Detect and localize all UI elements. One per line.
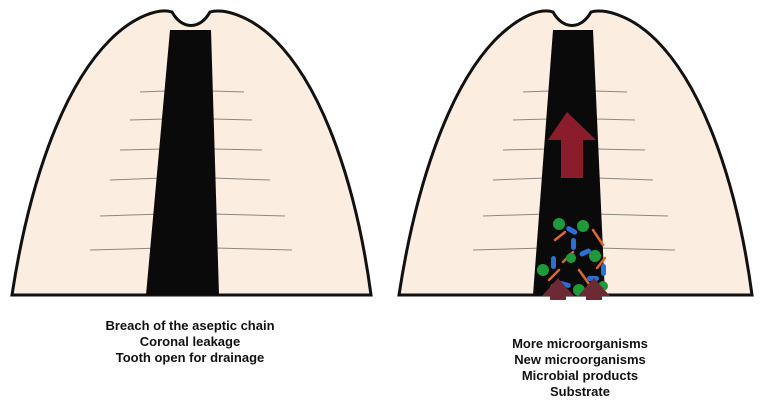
left-tooth-diagram: [0, 0, 383, 300]
left-caption-line: Coronal leakage: [90, 334, 290, 350]
right-caption-line: More microorganisms: [485, 336, 675, 352]
left-tooth-svg: [0, 0, 383, 300]
right-tooth-svg: [383, 0, 766, 300]
right-caption: More microorganisms New microorganisms M…: [485, 336, 675, 400]
left-caption-line: Tooth open for drainage: [90, 350, 290, 366]
right-tooth-diagram: [383, 0, 766, 300]
right-caption-line: Substrate: [485, 384, 675, 400]
left-caption: Breach of the aseptic chain Coronal leak…: [90, 318, 290, 366]
right-caption-line: New microorganisms: [485, 352, 675, 368]
right-caption-line: Microbial products: [485, 368, 675, 384]
left-caption-line: Breach of the aseptic chain: [90, 318, 290, 334]
